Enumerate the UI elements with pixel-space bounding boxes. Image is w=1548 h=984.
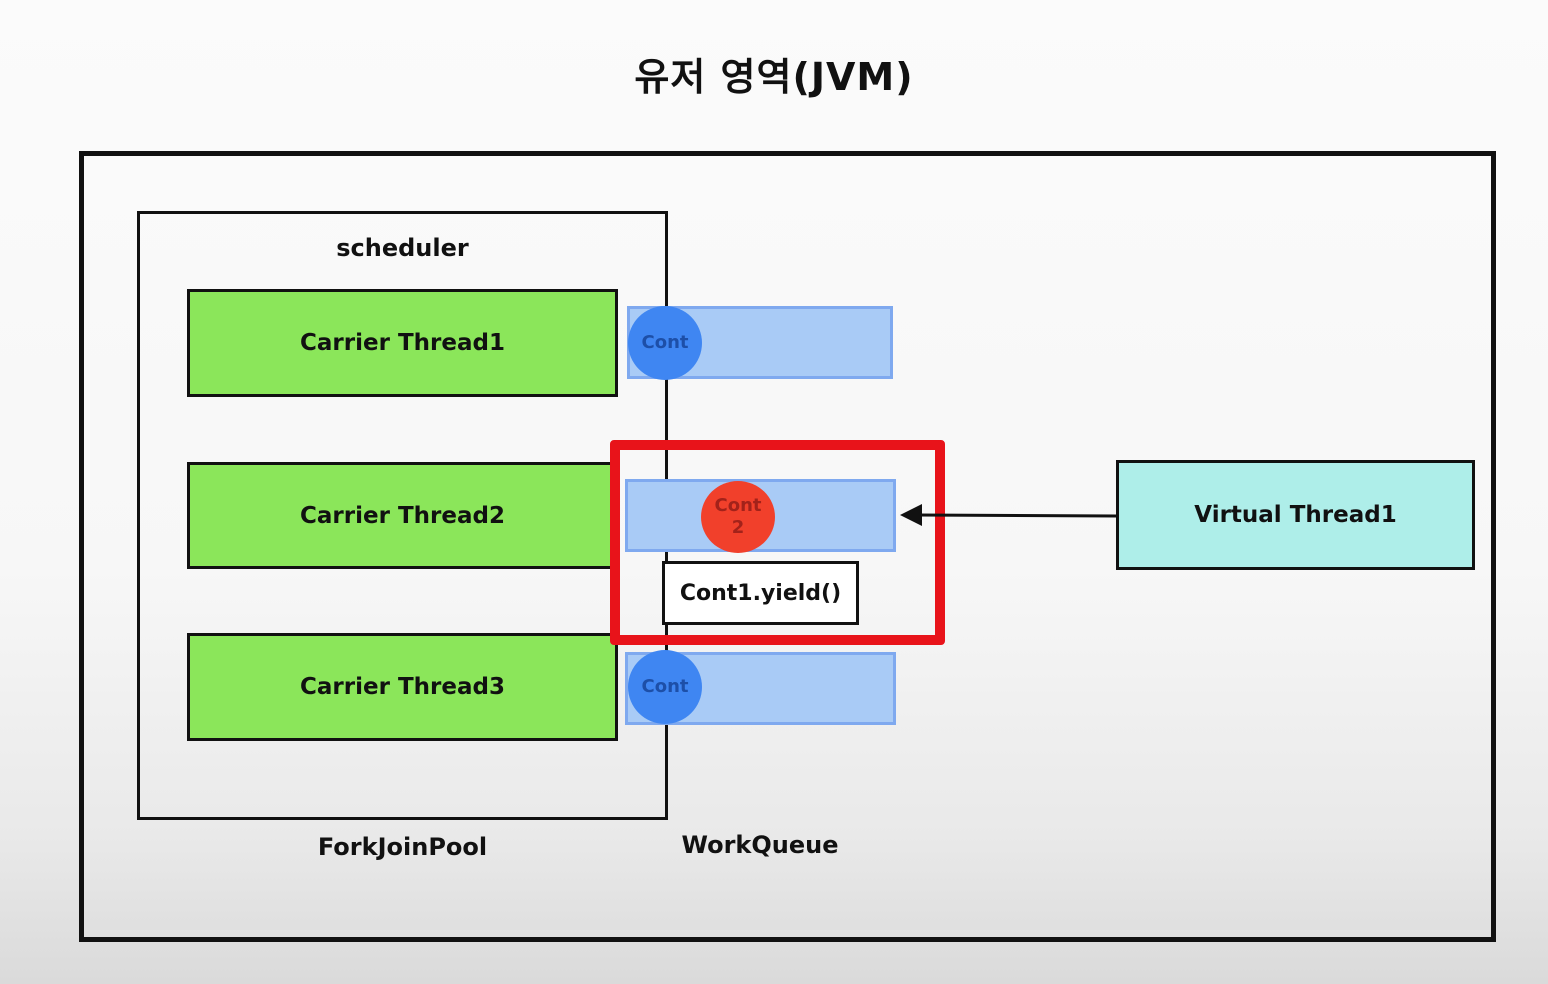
forkjoinpool-label: ForkJoinPool [317, 833, 488, 861]
carrier-thread-3: Carrier Thread3 [187, 633, 618, 741]
highlight-rectangle [610, 440, 945, 645]
carrier-thread-1-label: Carrier Thread1 [300, 330, 505, 356]
workqueue-label: WorkQueue [681, 831, 839, 859]
continuation-2: Cont 2 [701, 481, 775, 553]
yield-call-box: Cont1.yield() [662, 561, 859, 625]
continuation-2-label: Cont [714, 495, 762, 517]
continuation-1-label: Cont [641, 332, 689, 354]
virtual-thread-1: Virtual Thread1 [1116, 460, 1475, 570]
page-title: 유저 영역(JVM) [634, 55, 914, 99]
carrier-thread-1: Carrier Thread1 [187, 289, 618, 397]
scheduler-label: scheduler [336, 234, 469, 262]
jvm-region-box [79, 151, 1496, 942]
continuation-1: Cont [628, 306, 702, 380]
carrier-thread-2-label: Carrier Thread2 [300, 502, 505, 529]
continuation-3-label: Cont [641, 676, 689, 698]
yield-call-label: Cont1.yield() [679, 580, 842, 606]
carrier-thread-2: Carrier Thread2 [187, 462, 618, 569]
carrier-thread-3-label: Carrier Thread3 [300, 674, 505, 700]
virtual-thread-1-label: Virtual Thread1 [1194, 502, 1397, 528]
continuation-3: Cont [628, 650, 702, 724]
continuation-2-sub: 2 [731, 517, 745, 538]
